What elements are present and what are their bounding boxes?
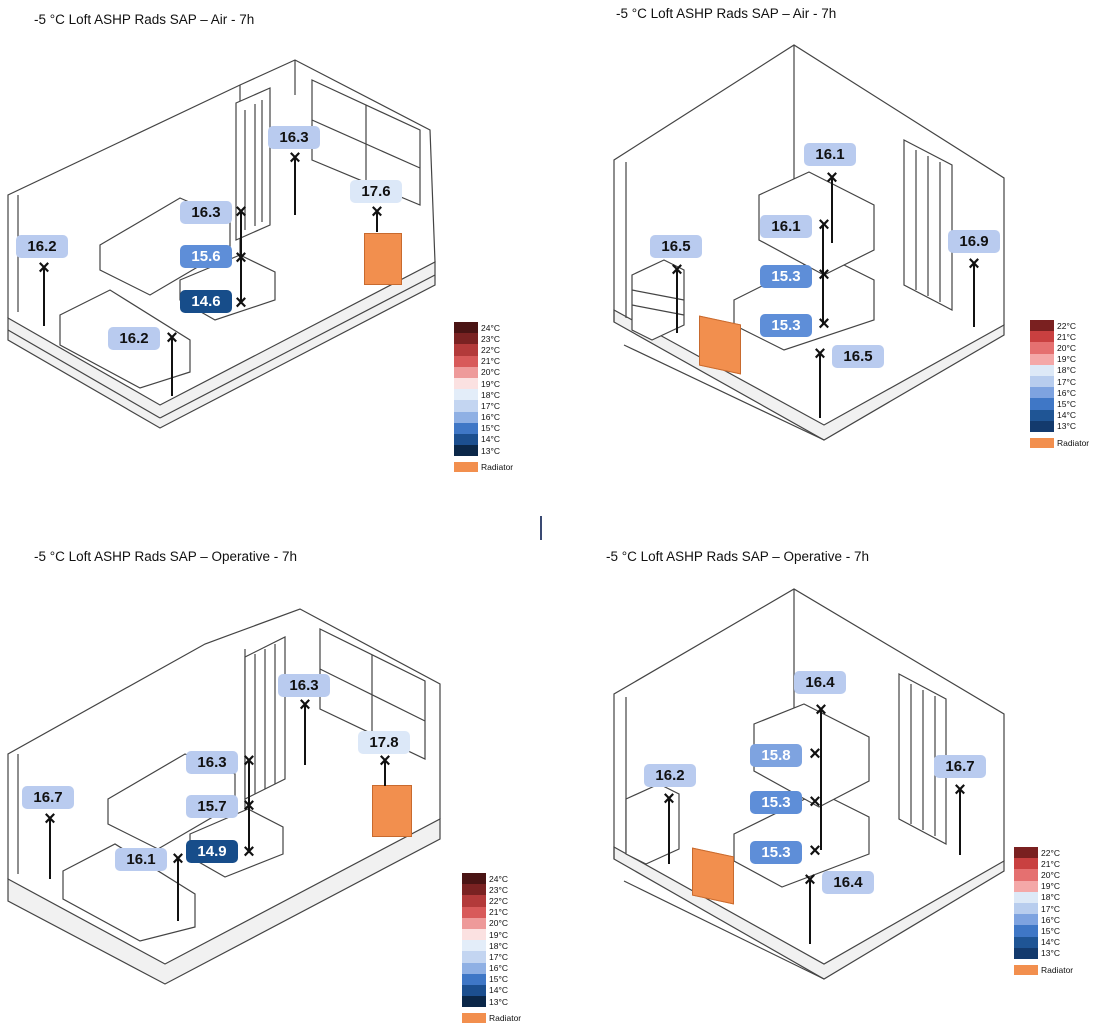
sensor-marker: × bbox=[172, 848, 184, 870]
reading-label: 14.9 bbox=[186, 840, 238, 863]
sensor-stem bbox=[248, 761, 250, 853]
panel-title: -5 °C Loft ASHP Rads SAP – Air - 7h bbox=[616, 6, 837, 21]
bedroom-drawing bbox=[613, 588, 1005, 980]
sensor-stem bbox=[294, 158, 296, 215]
reading-label: 16.4 bbox=[794, 671, 846, 694]
reading-label: 15.8 bbox=[750, 744, 802, 767]
sensor-stem bbox=[959, 790, 961, 855]
panel-bedroom-operative: -5 °C Loft ASHP Rads SAP – Operative - 7… bbox=[554, 509, 1108, 1018]
sensor-marker: × bbox=[818, 214, 830, 236]
radiator bbox=[699, 315, 741, 375]
sensor-marker: × bbox=[371, 201, 383, 223]
sensor-stem bbox=[822, 225, 824, 325]
panel-living-air: -5 °C Loft ASHP Rads SAP – Air - 7h bbox=[0, 0, 554, 509]
sensor-stem bbox=[809, 880, 811, 944]
reading-label: 15.3 bbox=[760, 265, 812, 288]
reading-label: 16.3 bbox=[186, 751, 238, 774]
sensor-marker: × bbox=[954, 779, 966, 801]
sensor-marker: × bbox=[379, 750, 391, 772]
color-legend: 22°C 21°C 20°C 19°C 18°C 17°C 16°C 15°C … bbox=[1014, 847, 1073, 975]
reading-label: 16.1 bbox=[760, 215, 812, 238]
sensor-stem bbox=[668, 799, 670, 864]
sensor-stem bbox=[171, 338, 173, 396]
radiator bbox=[692, 847, 734, 905]
reading-label: 15.6 bbox=[180, 245, 232, 268]
reading-label: 15.3 bbox=[750, 791, 802, 814]
sensor-marker: × bbox=[809, 743, 821, 765]
reading-label: 15.7 bbox=[186, 795, 238, 818]
reading-label: 16.2 bbox=[644, 764, 696, 787]
color-legend: 24°C 23°C 22°C 21°C 20°C 19°C 18°C 17°C … bbox=[454, 322, 513, 473]
sensor-marker: × bbox=[289, 147, 301, 169]
reading-label: 15.3 bbox=[760, 314, 812, 337]
color-legend: 24°C 23°C 22°C 21°C 20°C 19°C 18°C 17°C … bbox=[462, 873, 521, 1023]
sensor-marker: × bbox=[826, 167, 838, 189]
sensor-marker: × bbox=[38, 257, 50, 279]
reading-label: 16.5 bbox=[832, 345, 884, 368]
panel-title: -5 °C Loft ASHP Rads SAP – Air - 7h bbox=[34, 12, 255, 27]
sensor-stem bbox=[384, 761, 386, 786]
sensor-marker: × bbox=[235, 201, 247, 223]
sensor-marker: × bbox=[243, 750, 255, 772]
reading-label: 16.7 bbox=[934, 755, 986, 778]
panel-bedroom-air: -5 °C Loft ASHP Rads SAP – Air - 7h bbox=[554, 0, 1108, 509]
sensor-marker: × bbox=[818, 313, 830, 335]
reading-label: 16.1 bbox=[115, 848, 167, 871]
sensor-marker: × bbox=[818, 264, 830, 286]
sensor-stem bbox=[304, 705, 306, 765]
sensor-marker: × bbox=[235, 292, 247, 314]
panel-title: -5 °C Loft ASHP Rads SAP – Operative - 7… bbox=[606, 549, 870, 564]
sensor-stem bbox=[831, 178, 833, 243]
sensor-stem bbox=[973, 264, 975, 327]
sensor-marker: × bbox=[243, 795, 255, 817]
sensor-marker: × bbox=[814, 343, 826, 365]
reading-label: 17.8 bbox=[358, 731, 410, 754]
reading-label: 16.3 bbox=[268, 126, 320, 149]
reading-label: 16.9 bbox=[948, 230, 1000, 253]
panel-living-operative: -5 °C Loft ASHP Rads SAP – Operative - 7… bbox=[0, 509, 554, 1023]
sensor-stem bbox=[43, 268, 45, 326]
living-room-drawing bbox=[7, 608, 441, 985]
sensor-marker: × bbox=[243, 841, 255, 863]
reading-label: 16.2 bbox=[108, 327, 160, 350]
sensor-marker: × bbox=[299, 694, 311, 716]
sensor-stem bbox=[376, 212, 378, 232]
bedroom-drawing bbox=[613, 44, 1005, 441]
reading-label: 17.6 bbox=[350, 180, 402, 203]
sensor-marker: × bbox=[809, 840, 821, 862]
sensor-marker: × bbox=[968, 253, 980, 275]
radiator bbox=[364, 233, 402, 285]
sensor-stem bbox=[819, 354, 821, 418]
sensor-marker: × bbox=[235, 247, 247, 269]
sensor-marker: × bbox=[663, 788, 675, 810]
radiator bbox=[372, 785, 412, 837]
reading-label: 16.7 bbox=[22, 786, 74, 809]
reading-label: 16.3 bbox=[180, 201, 232, 224]
reading-label: 15.3 bbox=[750, 841, 802, 864]
sensor-marker: × bbox=[671, 259, 683, 281]
sensor-marker: × bbox=[166, 327, 178, 349]
sensor-marker: × bbox=[804, 869, 816, 891]
divider bbox=[540, 516, 542, 540]
sensor-stem bbox=[820, 710, 822, 850]
sensor-stem bbox=[49, 819, 51, 879]
reading-label: 16.5 bbox=[650, 235, 702, 258]
reading-label: 16.1 bbox=[804, 143, 856, 166]
panel-title: -5 °C Loft ASHP Rads SAP – Operative - 7… bbox=[34, 549, 298, 564]
sensor-marker: × bbox=[809, 791, 821, 813]
sensor-stem bbox=[177, 859, 179, 921]
sensor-stem bbox=[676, 270, 678, 333]
reading-label: 16.2 bbox=[16, 235, 68, 258]
reading-label: 16.4 bbox=[822, 871, 874, 894]
reading-label: 16.3 bbox=[278, 674, 330, 697]
sensor-marker: × bbox=[815, 699, 827, 721]
sensor-marker: × bbox=[44, 808, 56, 830]
color-legend: 22°C 21°C 20°C 19°C 18°C 17°C 16°C 15°C … bbox=[1030, 320, 1089, 448]
sensor-stem bbox=[240, 212, 242, 304]
reading-label: 14.6 bbox=[180, 290, 232, 313]
